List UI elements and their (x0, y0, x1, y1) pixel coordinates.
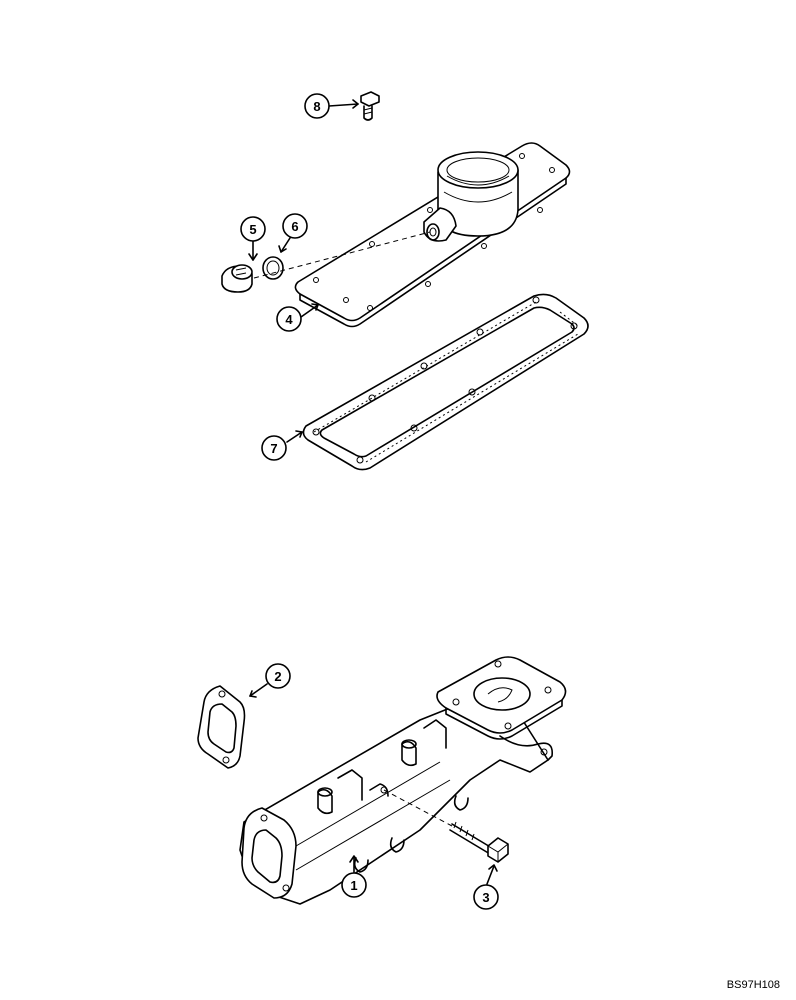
callout-7: 7 (261, 435, 287, 461)
part-4-intake-cover (294, 142, 571, 328)
callout-4: 4 (276, 306, 302, 332)
callout-7-label: 7 (270, 441, 277, 456)
callout-5-label: 5 (249, 222, 256, 237)
part-6-o-ring (262, 256, 284, 280)
callout-3: 3 (473, 884, 499, 910)
part-3-manifold-bolt (449, 821, 509, 863)
callout-4-label: 4 (285, 312, 293, 327)
callout-3-label: 3 (482, 890, 489, 905)
callout-1: 1 (341, 872, 367, 898)
alignment-line-plug (253, 231, 431, 279)
part-1-exhaust-manifold (239, 656, 567, 905)
part-2-exhaust-gasket (197, 685, 246, 769)
part-5-plug (221, 264, 253, 293)
alignment-line-bolt (383, 789, 453, 827)
callout-6-label: 6 (291, 219, 298, 234)
callout-5: 5 (240, 216, 266, 242)
callout-8: 8 (304, 93, 330, 119)
callout-leaders (248, 99, 498, 885)
callout-6: 6 (282, 213, 308, 239)
part-7-gasket (302, 293, 589, 471)
callout-8-label: 8 (313, 99, 320, 114)
callout-2: 2 (265, 663, 291, 689)
callout-1-label: 1 (350, 878, 357, 893)
part-8-bolt (360, 91, 380, 121)
callout-2-label: 2 (274, 669, 281, 684)
drawing-code: BS97H108 (727, 979, 780, 991)
